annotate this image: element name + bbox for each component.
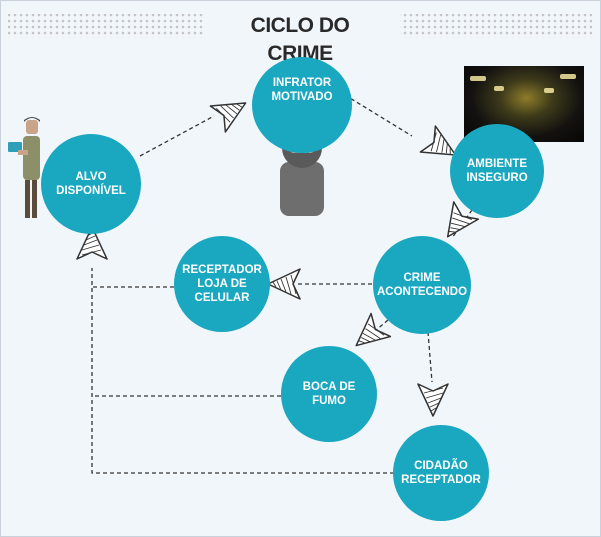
- arrowheads: [76, 102, 480, 417]
- node-cidadao-receptador: CIDADÃO RECEPTADOR: [393, 425, 489, 521]
- node-crime-acontecendo: CRIME ACONTECENDO: [373, 236, 471, 334]
- node-receptador-loja-de-celular: RECEPTADOR LOJA DE CELULAR: [174, 236, 270, 332]
- connector-crime-to-cidadao: [427, 331, 433, 383]
- connector-infrator-to-ambiente: [344, 94, 413, 137]
- node-alvo-disponivel: ALVO DISPONÍVEL: [41, 134, 141, 234]
- header-pattern-left: [8, 14, 204, 38]
- arrowhead-to-cidadao: [417, 383, 449, 417]
- arrowhead-to-alvo: [76, 226, 108, 260]
- arrowhead-to-receptador: [267, 268, 301, 300]
- arrowhead-to-crime: [446, 201, 480, 238]
- person-with-phone-icon: [8, 117, 40, 218]
- arrowhead-to-ambiente: [419, 125, 457, 156]
- arrowhead-to-boca: [355, 312, 392, 347]
- node-boca-de-fumo: BOCA DE FUMO: [281, 346, 377, 442]
- header-pattern-right: [400, 14, 592, 38]
- arrowhead-to-infrator: [209, 102, 247, 133]
- connector-alvo-to-infrator: [139, 115, 215, 157]
- node-infrator-motivado: INFRATOR MOTIVADO: [252, 57, 352, 153]
- connector-cidadao-loop-to-alvo: [91, 268, 394, 474]
- page-title: CICLO DO CRIME: [250, 14, 350, 65]
- node-ambiente-inseguro: AMBIENTE INSEGURO: [450, 124, 544, 218]
